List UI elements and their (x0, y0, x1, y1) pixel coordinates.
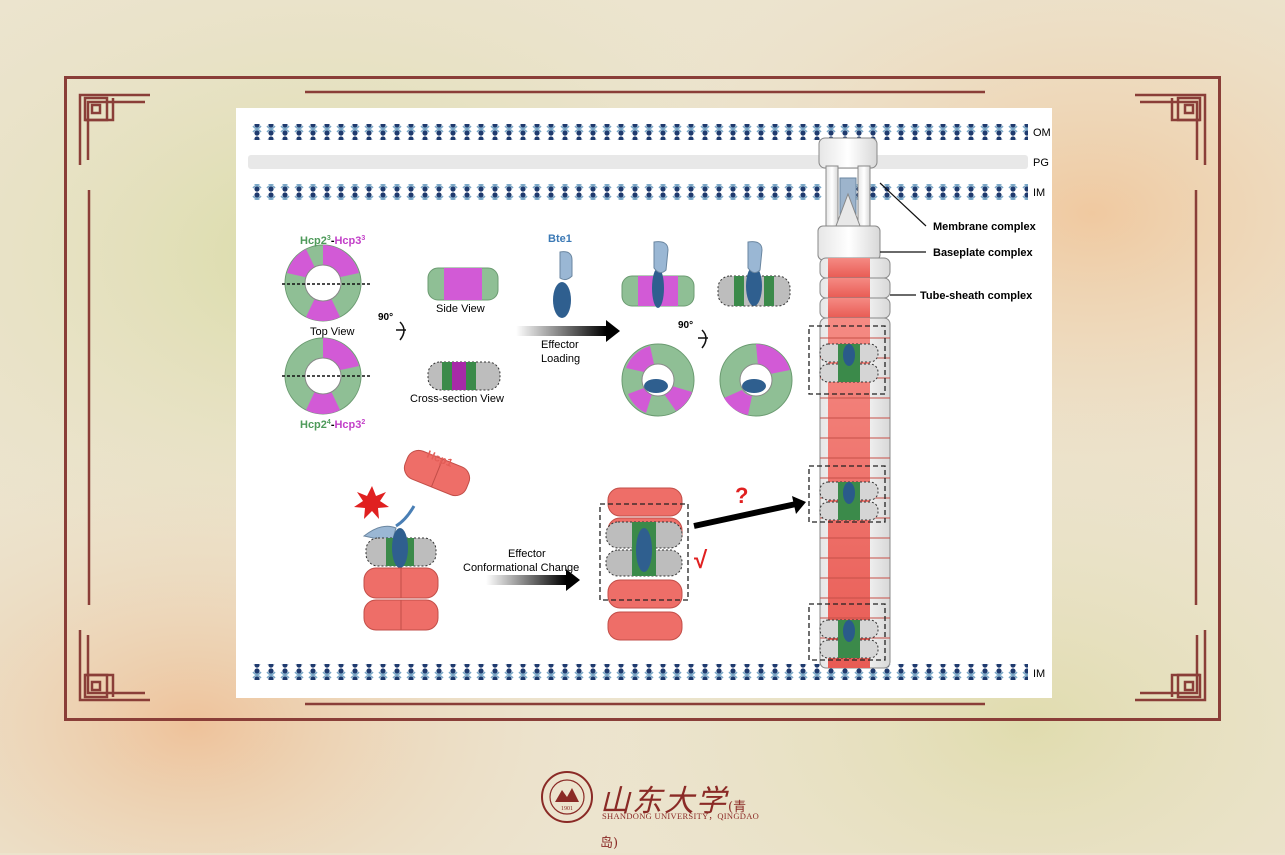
university-name-en: SHANDONG UNIVERSITY，QINGDAO (602, 811, 760, 821)
label-change-2: Conformational Change (463, 562, 579, 574)
hcp-ring-bottom (282, 337, 372, 415)
label-rotation-right: 90° (678, 320, 693, 331)
arrow-to-machine (693, 501, 797, 529)
rotation-arrow-right (698, 329, 708, 349)
conformational-stack (599, 487, 689, 641)
corner-ornament-tl (78, 93, 150, 165)
initial-assembly (362, 525, 439, 631)
label-baseplate-complex: Baseplate complex (933, 247, 1034, 259)
label-top-view: Top View (310, 326, 354, 338)
decorative-frame (64, 76, 1221, 721)
corner-ornament-bl (78, 630, 150, 702)
loaded-ring-1 (621, 343, 695, 417)
loaded-side-view (621, 241, 695, 308)
figure-canvas: OM PG IM IM (248, 124, 1051, 680)
corner-ornament-tr (1135, 93, 1207, 165)
university-name-cn: 山东大学(青岛) (600, 784, 747, 851)
label-hcp-top: Hcp23-Hcp33 (300, 235, 365, 247)
label-rotation-left: 90° (378, 312, 393, 323)
university-seal-icon: 1901 (541, 771, 593, 823)
question-mark: ? (735, 483, 748, 508)
hcp-ring-top (282, 244, 372, 322)
loaded-ring-2 (719, 343, 793, 417)
label-membrane-complex: Membrane complex (933, 221, 1037, 233)
rotation-arrow-left (396, 321, 406, 341)
arrow-conformational-change (486, 575, 566, 585)
label-pg: PG (1033, 157, 1049, 169)
university-logo: 1901 山东大学(青岛) SHANDONG UNIVERSITY，QINGDA… (540, 770, 760, 851)
t6ss-figure: OM PG IM IM (236, 108, 1052, 698)
hcp1-approach-arrow (395, 505, 416, 528)
inner-membrane-bottom (248, 664, 1028, 680)
label-cross-section-view: Cross-section View (410, 393, 504, 405)
corner-ornament-br (1135, 630, 1207, 702)
label-om: OM (1033, 127, 1051, 139)
bte1-effector (553, 251, 573, 318)
label-im-top: IM (1033, 187, 1045, 199)
cross-section-shape (427, 361, 501, 391)
check-mark: √ (694, 547, 708, 574)
seal-year: 1901 (561, 806, 573, 812)
arrow-effector-loading (516, 326, 606, 336)
label-hcp-bottom: Hcp24-Hcp32 (300, 419, 365, 431)
label-im-bottom: IM (1033, 668, 1045, 680)
label-effector-loading-1: Effector (541, 339, 579, 351)
starburst-icon (354, 486, 389, 519)
label-tube-sheath-complex: Tube-sheath complex (920, 290, 1033, 302)
outer-membrane (248, 124, 1028, 140)
peptidoglycan-layer (248, 155, 1028, 169)
label-change-1: Effector (508, 548, 546, 560)
label-effector-loading-2: Loading (541, 353, 580, 365)
hcp1-capsule (403, 449, 471, 497)
loaded-cross-section (717, 241, 791, 307)
side-view-shape (427, 267, 499, 301)
label-bte1: Bte1 (548, 233, 572, 245)
t6ss-machine (808, 137, 927, 669)
inner-membrane-top (248, 184, 1028, 200)
label-side-view: Side View (436, 303, 485, 315)
campus-name-cn: (青岛) (600, 800, 747, 851)
